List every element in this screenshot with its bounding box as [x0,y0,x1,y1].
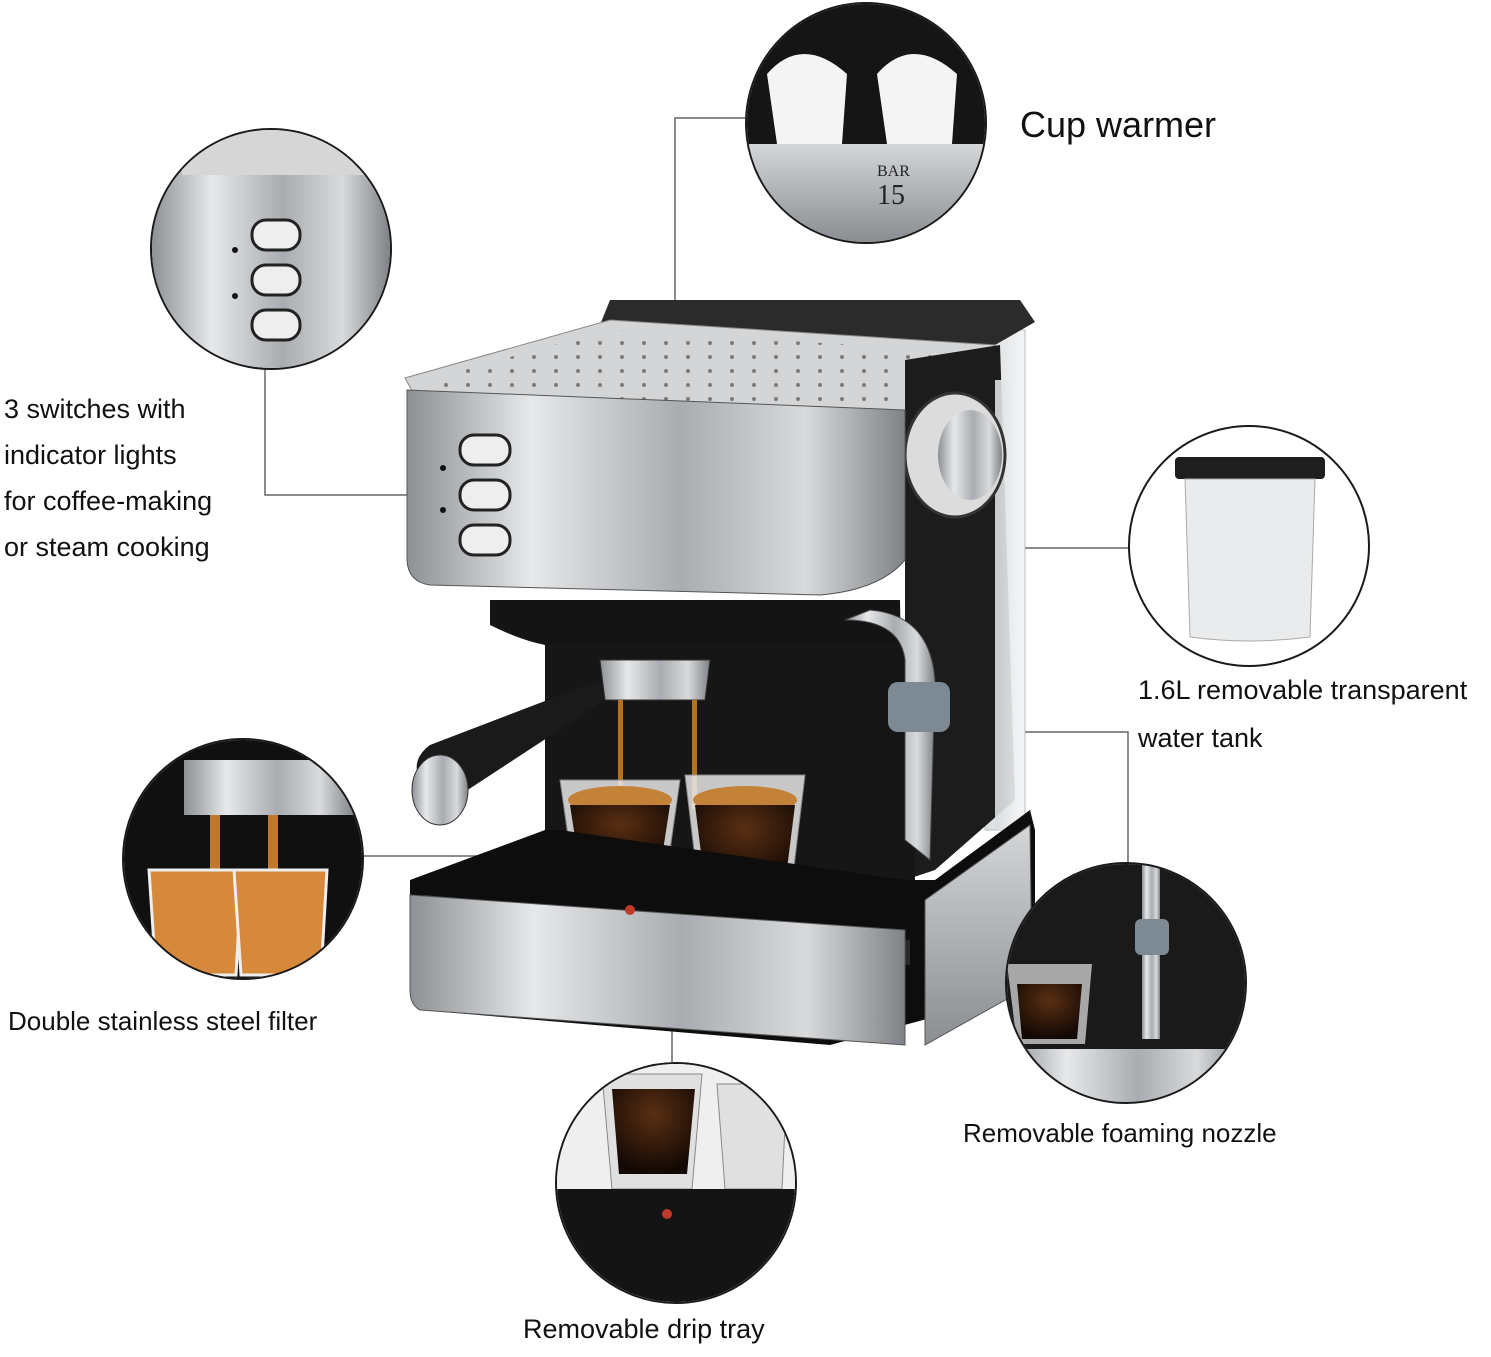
water-tank-detail-circle [1128,425,1370,667]
water-tank-detail-image [1175,457,1325,642]
foaming-nozzle-label: Removable foaming nozzle [963,1118,1277,1148]
switches-label-line-2: indicator lights [4,440,177,470]
portafilter [599,659,711,701]
foaming-nozzle-detail-image [1007,864,1245,1102]
coffee-button [458,478,512,512]
switches-label-line-3: for coffee-making [4,486,213,516]
switches-label-line-1: 3 switches with [4,394,186,424]
cup-warmer-detail-image: BAR 15 [747,4,985,242]
foaming-nozzle-detail-circle [1005,862,1247,1104]
dial-bar-value: 15 [877,180,905,211]
double-filter-detail-circle [122,738,364,980]
cup-warmer-label: Cup warmer [1020,104,1217,145]
drip-tray-detail-circle [555,1062,797,1304]
drip-tray-label: Removable drip tray [523,1314,765,1344]
detail-steam-button [250,308,302,342]
double-filter-detail-image [124,740,362,978]
front-control-panel [406,389,906,596]
top-lid [600,300,1035,345]
steam-wand [844,609,936,862]
switches-detail-image [152,130,390,368]
switches-label: 3 switches with indicator lights for cof… [4,386,212,570]
dial-bar-label: BAR [877,163,910,180]
drip-tray-detail-image [557,1064,795,1302]
switches-detail-circle [150,128,392,370]
steam-button [458,523,512,557]
filter-label: Double stainless steel filter [8,1006,318,1036]
detail-power-button [250,218,302,252]
switches-label-line-4: or steam cooking [4,532,210,562]
water-tank-label-line-1: 1.6L removable transparent [1138,675,1468,705]
callout-line-switches [264,355,450,496]
water-tank-label-line-2: water tank [1138,723,1263,753]
water-tank-label: 1.6L removable transparent water tank [1138,666,1467,762]
power-button [458,433,512,467]
cup-warmer-detail-circle: BAR 15 [745,2,987,244]
callout-line-cup-warmer [674,117,745,360]
detail-coffee-button [250,263,302,297]
